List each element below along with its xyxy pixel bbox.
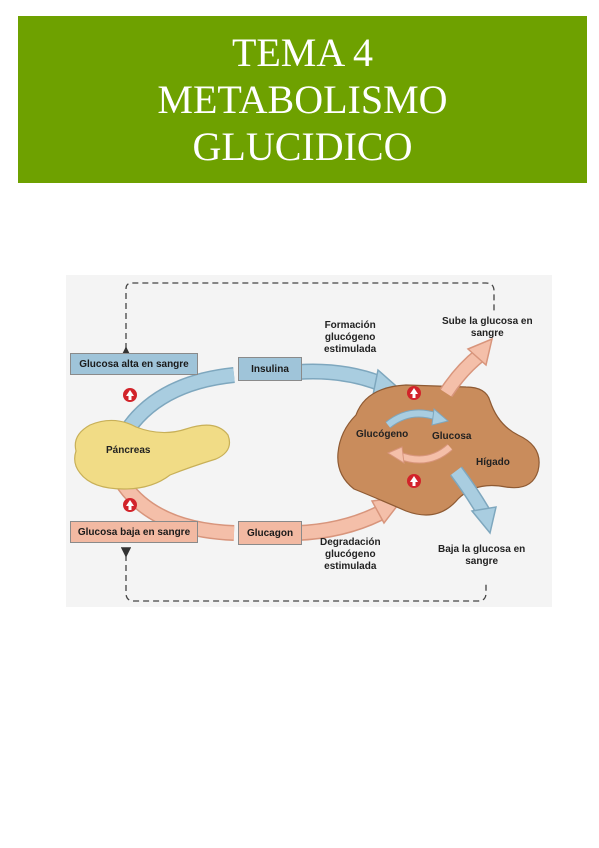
glucose-falls-label: Baja la glucosa en sangre (438, 544, 526, 567)
glucose-rises-label: Sube la glucosa en sangre (442, 316, 533, 339)
glycogen-formation-label: Formación glucógeno estimulada (324, 320, 377, 355)
title-line-2: METABOLISMO (157, 77, 448, 122)
glycogen-breakdown-label: Degradación glucógeno estimulada (320, 537, 381, 572)
feedback-loop-bottom (120, 547, 487, 602)
low-glucose-box: Glucosa baja en sangre (70, 521, 198, 543)
glucose-label: Glucosa (432, 431, 472, 442)
stimulus-marker-liver-bottom (407, 474, 421, 488)
stimulus-marker-liver-top (407, 386, 421, 400)
feedback-loop-top (120, 282, 495, 357)
glycogen-label: Glucógeno (356, 429, 409, 440)
diagram-graphics (74, 282, 540, 602)
title-line-1: TEMA 4 (231, 30, 374, 75)
title-banner: TEMA 4 METABOLISMO GLUCIDICO (18, 16, 587, 183)
liver-label: Hígado (476, 457, 510, 468)
glucose-regulation-diagram: Glucosa alta en sangre Glucosa baja en s… (66, 275, 552, 607)
liver-shape (337, 384, 540, 516)
high-glucose-box: Glucosa alta en sangre (70, 353, 198, 375)
glucagon-box: Glucagon (238, 521, 302, 545)
stimulus-marker-glucagon (123, 498, 137, 512)
title-line-3: GLUCIDICO (192, 124, 413, 169)
pancreas-label: Páncreas (106, 445, 151, 456)
insulin-box: Insulina (238, 357, 302, 381)
stimulus-marker-insulin (123, 388, 137, 402)
pancreas-shape (74, 419, 231, 490)
